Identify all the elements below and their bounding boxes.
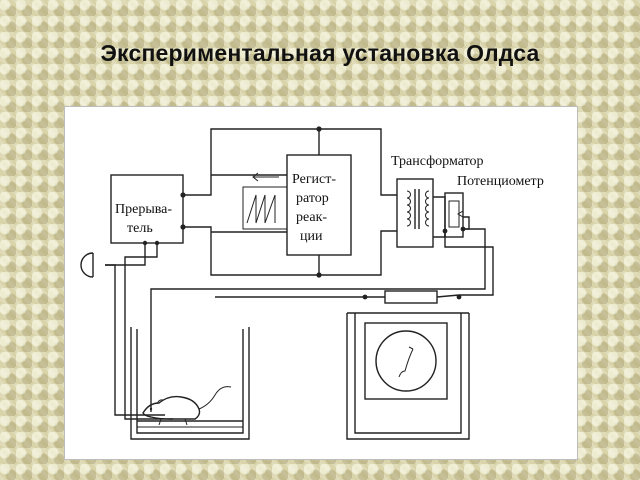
apparatus-diagram: Прерыва- тель Регист- ратор реак- ции Тр… (64, 106, 578, 460)
top-wiring (182, 126, 397, 278)
transformer: Трансформатор (391, 154, 484, 248)
potentiometer: Потенциометр (433, 174, 544, 238)
lower-wiring (150, 228, 494, 412)
recorder-label-line3: реак- (296, 210, 327, 225)
rat-cage (130, 327, 250, 440)
interrupter-box: Прерыва- тель (110, 174, 186, 244)
interrupter-label-line1: Прерыва- (115, 202, 172, 217)
sawtooth-record (242, 172, 288, 230)
interrupter-label-line2: тель (127, 221, 153, 236)
recorder-label-line4: ции (300, 229, 323, 244)
lever-wiring (80, 240, 173, 420)
meter-cabinet (346, 312, 470, 440)
reaction-recorder-box: Регист- ратор реак- ции (286, 154, 352, 256)
recorder-label-line2: ратор (296, 191, 329, 206)
slide-title: Экспериментальная установка Олдса (100, 40, 540, 66)
rat (142, 386, 232, 426)
transformer-label: Трансформатор (391, 154, 484, 169)
potentiometer-label: Потенциометр (457, 174, 544, 189)
recorder-label-line1: Регист- (292, 172, 336, 187)
